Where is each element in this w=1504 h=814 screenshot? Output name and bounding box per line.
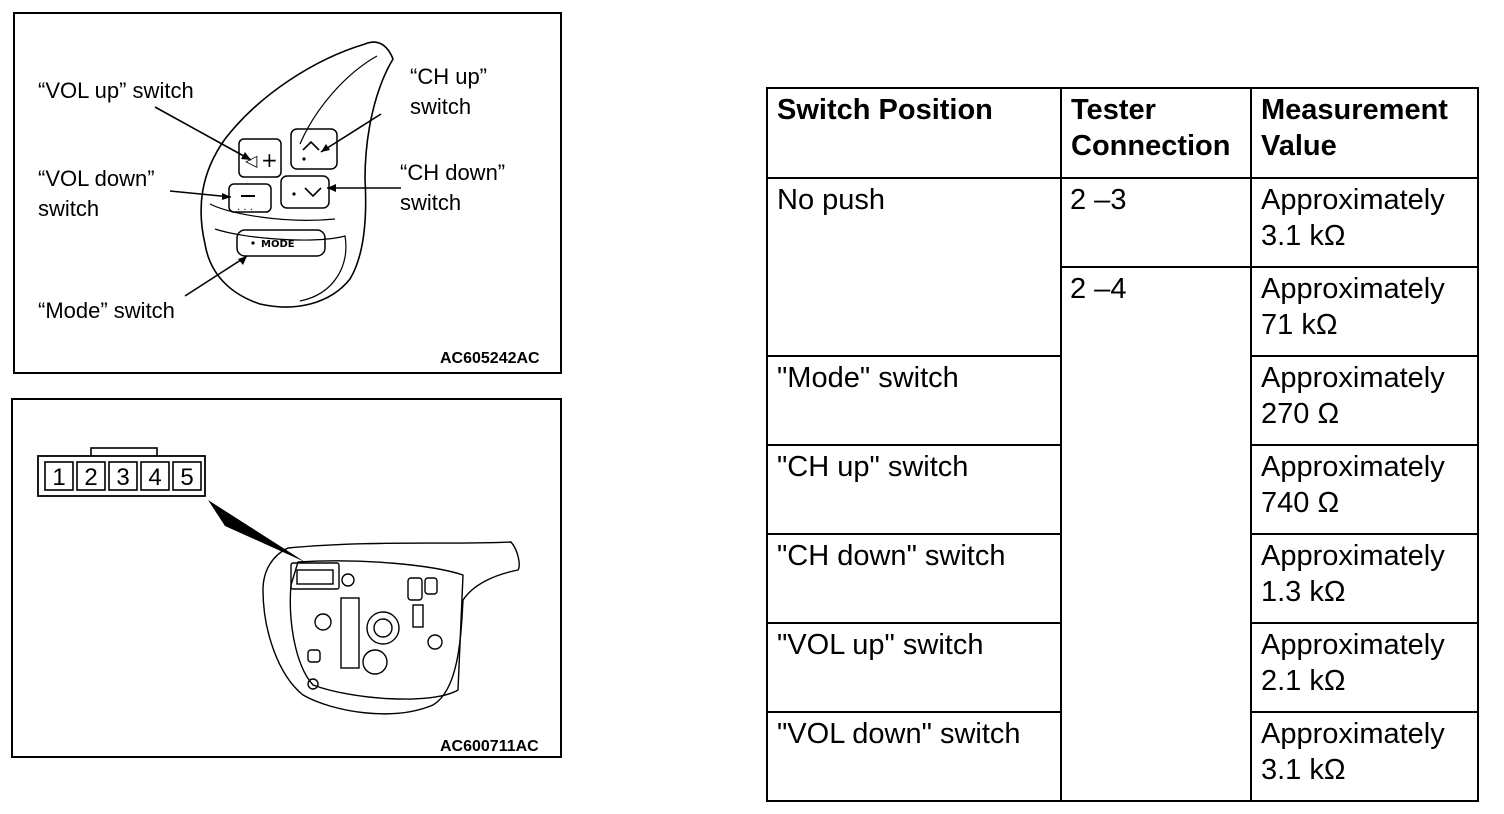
cell-position: No push: [766, 177, 1062, 357]
header-tester-connection: Tester Connection: [1060, 87, 1252, 179]
cell-connection: 2 –3: [1060, 177, 1252, 268]
ch-up-label: “CH up” switch: [410, 64, 488, 119]
pin-2: 2: [84, 464, 97, 491]
pin-1: 1: [52, 464, 65, 491]
mode-button-text: MODE: [261, 239, 295, 250]
connector-pin-diagram: 1 2 3 4 5: [37, 447, 206, 497]
vol-down-button: . . .: [228, 183, 272, 213]
table-header-row: Switch Position Tester Connection Measur…: [766, 87, 1479, 179]
mode-label: “Mode” switch: [38, 298, 175, 323]
housing-outline: [200, 41, 394, 308]
leader-lines: [154, 106, 401, 297]
table-row: "VOL down" switch Approximately 3.1 kΩ: [766, 711, 1479, 802]
vol-up-label: “VOL up” switch: [38, 78, 194, 103]
switch-illustration: ◁ + . . . MODE: [154, 41, 401, 308]
cell-value: Approximately 740 Ω: [1250, 444, 1479, 535]
resistance-table: Switch Position Tester Connection Measur…: [766, 87, 1479, 802]
ch-up-button: [290, 128, 338, 170]
mode-button: MODE: [236, 229, 326, 257]
pin-4: 4: [148, 464, 161, 491]
figure-code: AC600711AC: [440, 738, 539, 755]
pointer-arrow: [208, 500, 305, 562]
connector-illustration: 1 2 3 4 5: [37, 447, 520, 715]
cell-position: "Mode" switch: [766, 355, 1062, 446]
chevron-down-icon: [304, 187, 322, 198]
cell-position: "VOL down" switch: [766, 711, 1062, 802]
cell-position: "VOL up" switch: [766, 622, 1062, 713]
cell-connection: 2 –4: [1060, 266, 1252, 802]
switch-figure: ◁ + . . . MODE: [13, 12, 562, 374]
table-row: "VOL up" switch Approximately 2.1 kΩ: [766, 622, 1479, 713]
table-row: No push 2 –3 Approximately 3.1 kΩ: [766, 177, 1479, 357]
cell-value: Approximately 270 Ω: [1250, 355, 1479, 446]
table-row: "Mode" switch Approximately 270 Ω: [766, 355, 1479, 446]
cell-value: Approximately 1.3 kΩ: [1250, 533, 1479, 624]
header-switch-position: Switch Position: [766, 87, 1062, 179]
cell-value: Approximately 71 kΩ: [1250, 266, 1479, 357]
pin-3: 3: [116, 464, 129, 491]
cell-position: "CH down" switch: [766, 533, 1062, 624]
chevron-up-icon: [302, 140, 320, 151]
vol-down-label: “VOL down” switch: [38, 166, 155, 221]
table-row: "CH up" switch Approximately 740 Ω: [766, 444, 1479, 535]
header-measurement-value: Measurement Value: [1250, 87, 1479, 179]
cell-value: Approximately 2.1 kΩ: [1250, 622, 1479, 713]
ch-down-button: [280, 175, 330, 209]
cell-value: Approximately 3.1 kΩ: [1250, 177, 1479, 268]
connector-figure: 1 2 3 4 5 AC60: [11, 398, 562, 758]
switch-rear-housing: [262, 541, 520, 715]
table-row: 2 –4 Approximately 71 kΩ: [767, 266, 1479, 802]
cell-value: Approximately 3.1 kΩ: [1250, 711, 1479, 802]
svg-text:. . .: . . .: [237, 202, 253, 213]
figure-code: AC605242AC: [440, 350, 540, 367]
cell-position: "CH up" switch: [766, 444, 1062, 535]
ch-down-label: “CH down” switch: [400, 160, 506, 215]
pin-5: 5: [180, 464, 193, 491]
table-row: "CH down" switch Approximately 1.3 kΩ: [766, 533, 1479, 624]
svg-text:+: +: [261, 148, 278, 172]
